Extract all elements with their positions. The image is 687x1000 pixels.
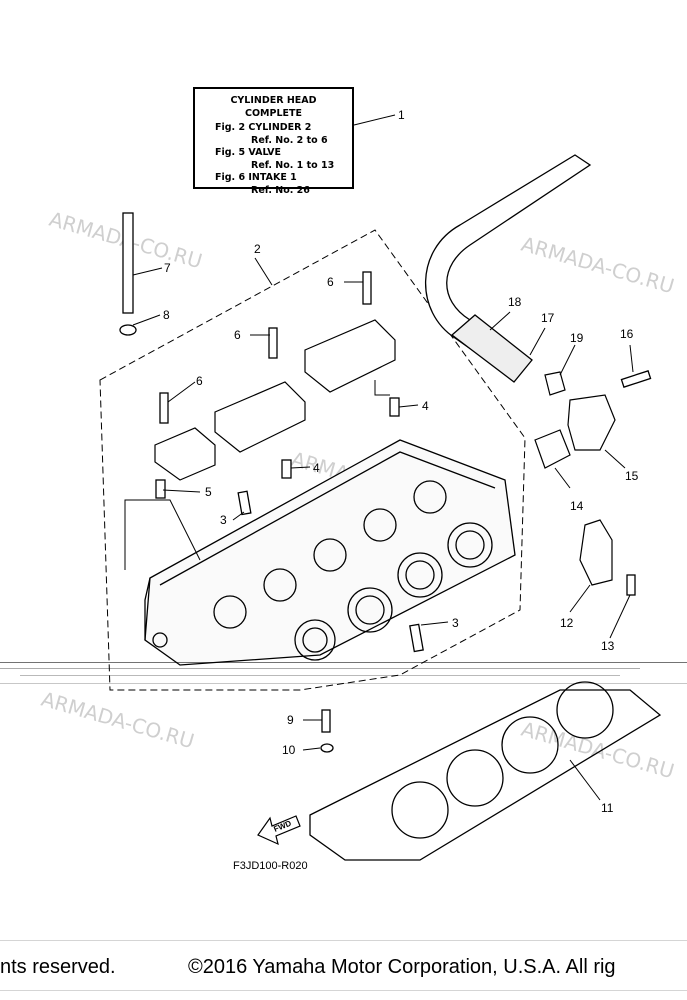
callouts: 1 2 3 3 4 4 5 6 6 6 6 7 8 9 10 11 12 13 … (163, 108, 639, 815)
callout-3b: 3 (452, 616, 459, 630)
callout-6a: 6 (327, 275, 334, 289)
cylinder-head-info-box: CYLINDER HEAD COMPLETE Fig. 2 CYLINDER 2… (193, 87, 354, 196)
intake-hose (425, 154, 592, 383)
callout-13: 13 (601, 639, 615, 653)
info-box-fig-line: Fig. 2 CYLINDER 2 (215, 122, 312, 133)
callout-10: 10 (282, 743, 296, 757)
copyright-footer: nts reserved. ©2016 Yamaha Motor Corpora… (0, 956, 687, 986)
info-box-ref-line: Ref. No. 2 to 6 (251, 134, 328, 146)
callout-12: 12 (560, 616, 574, 630)
info-box-fig-line: Fig. 6 INTAKE 1 (215, 172, 297, 183)
scan-noise (0, 662, 687, 991)
callout-9: 9 (287, 713, 294, 727)
cam-caps (154, 319, 396, 481)
info-box-title: CYLINDER HEAD COMPLETE (230, 95, 317, 119)
callout-3a: 3 (220, 513, 227, 527)
leader-lines (124, 114, 634, 801)
watermark: ARMADA-CO.RU (39, 687, 197, 754)
callout-6b: 6 (234, 328, 241, 342)
info-box-fig-line: Fig. 5 VALVE (215, 147, 282, 158)
watermark: ARMADA-CO.RU (519, 717, 677, 784)
info-box-ref-line: Ref. No. 26 (251, 184, 310, 196)
callout-17: 17 (541, 311, 555, 325)
callout-1: 1 (398, 108, 405, 122)
callout-14: 14 (570, 499, 584, 513)
callout-6c: 6 (196, 374, 203, 388)
callout-11: 11 (601, 801, 614, 815)
callout-2: 2 (254, 242, 261, 256)
footer-left-text: nts reserved. (0, 956, 116, 978)
cylinder-head (144, 439, 516, 666)
callout-16: 16 (620, 327, 634, 341)
info-box-ref-line: Ref. No. 1 to 13 (251, 159, 335, 171)
watermark: ARMADA-CO.RU (519, 232, 677, 299)
callout-15: 15 (625, 469, 639, 483)
callout-7: 7 (164, 261, 171, 275)
callout-4b: 4 (313, 461, 320, 475)
callout-8: 8 (163, 308, 170, 322)
callout-19: 19 (570, 331, 584, 345)
fwd-arrow-icon (257, 815, 301, 846)
callout-18: 18 (508, 295, 522, 309)
valve-parts (534, 371, 616, 586)
drawing-code: F3JD100-R020 (233, 860, 308, 872)
head-gasket (309, 681, 662, 861)
footer-right-text: ©2016 Yamaha Motor Corporation, U.S.A. A… (188, 956, 616, 978)
bolts (119, 212, 652, 753)
callout-5: 5 (205, 485, 212, 499)
head-group-outline (99, 229, 526, 691)
callout-4a: 4 (422, 399, 429, 413)
